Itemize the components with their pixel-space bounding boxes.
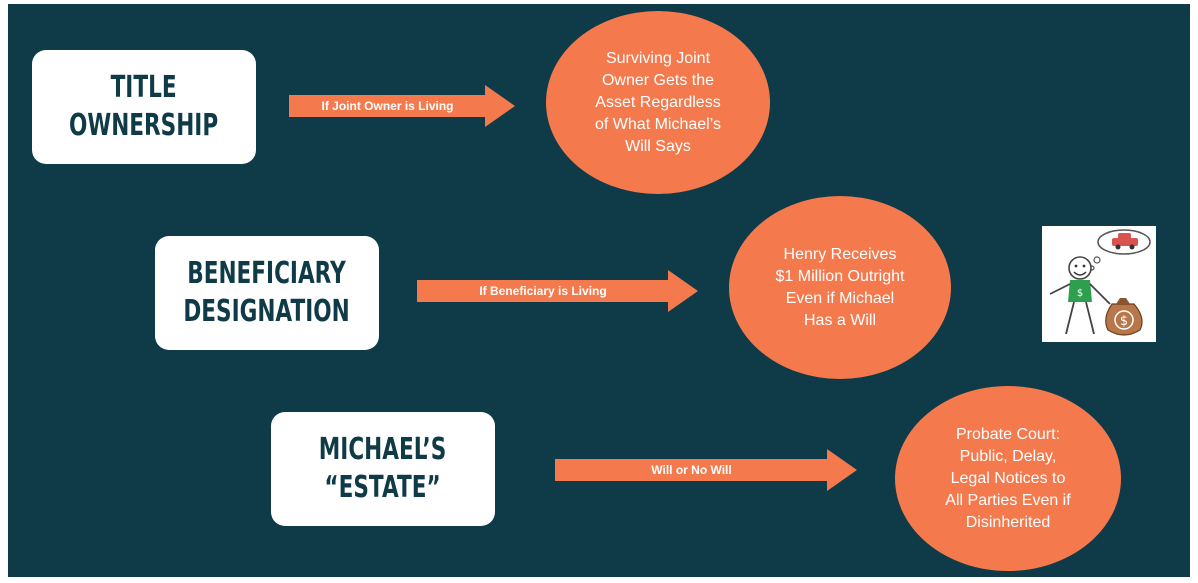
- box-line: MICHAEL’S: [319, 432, 447, 467]
- beneficiary-designation-box: BENEFICIARY DESIGNATION: [155, 236, 379, 350]
- box-line: TITLE: [110, 70, 178, 105]
- michaels-estate-box: MICHAEL’S “ESTATE”: [271, 412, 495, 526]
- stick-figure-money-bag-car-dream-icon: $ $: [1042, 226, 1156, 342]
- arrow-label: If Joint Owner is Living: [321, 99, 454, 113]
- joint-owner-outcome-oval: Surviving Joint Owner Gets the Asset Reg…: [546, 11, 770, 194]
- box-line: “ESTATE”: [324, 470, 442, 505]
- box-line: BENEFICIARY: [187, 256, 347, 291]
- box-line: DESIGNATION: [183, 294, 351, 329]
- oval-line: Legal Notices to: [950, 469, 1066, 487]
- oval-line: $1 Million Outright: [775, 267, 905, 285]
- will-arrow: Will or No Will: [555, 449, 857, 491]
- joint-owner-arrow: If Joint Owner is Living: [289, 85, 515, 127]
- oval-line: Henry Receives: [783, 245, 897, 263]
- arrow-label: If Beneficiary is Living: [479, 284, 607, 298]
- svg-text:$: $: [1077, 288, 1083, 299]
- oval-line: Has a Will: [803, 311, 876, 329]
- oval-line: Public, Delay,: [959, 447, 1057, 465]
- title-ownership-box: TITLE OWNERSHIP: [32, 50, 256, 164]
- oval-line: Disinherited: [965, 513, 1051, 531]
- oval-line: of What Michael’s: [595, 115, 721, 133]
- oval-line: Asset Regardless: [595, 93, 721, 111]
- beneficiary-arrow: If Beneficiary is Living: [417, 270, 698, 312]
- oval-line: Will Says: [625, 137, 691, 155]
- svg-text:$: $: [1120, 314, 1128, 329]
- oval-line: Probate Court:: [955, 425, 1061, 443]
- beneficiary-outcome-oval: Henry Receives $1 Million Outright Even …: [729, 196, 951, 379]
- oval-line: Owner Gets the: [601, 71, 715, 89]
- oval-line: Even if Michael: [785, 289, 895, 307]
- arrow-label: Will or No Will: [651, 463, 732, 477]
- oval-line: Surviving Joint: [605, 49, 711, 67]
- oval-line: All Parties Even if: [945, 491, 1071, 509]
- estate-outcome-oval: Probate Court: Public, Delay, Legal Noti…: [895, 386, 1121, 571]
- box-line: OWNERSHIP: [69, 108, 219, 143]
